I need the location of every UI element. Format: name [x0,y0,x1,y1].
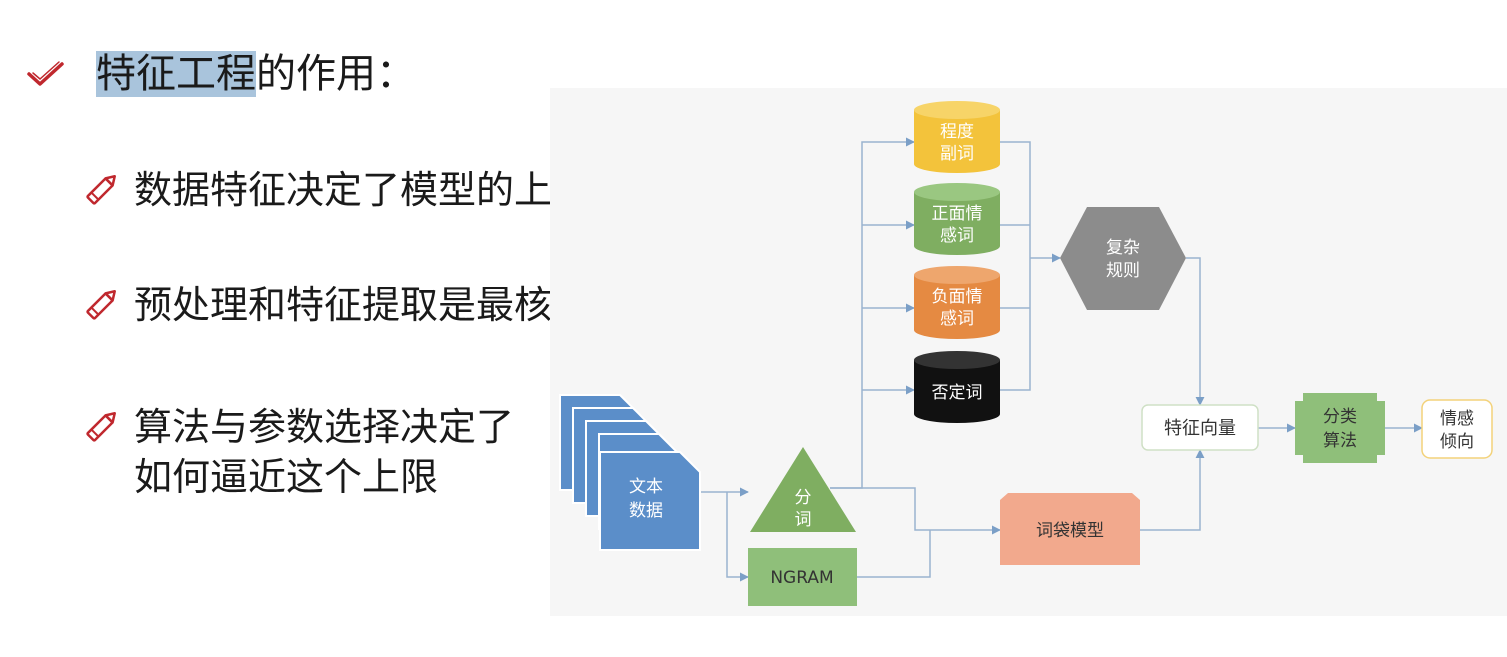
sentiment-label-1: 情感 [1440,409,1474,429]
positive-word-node: 正面情 感词 [914,183,1000,255]
complex-rules-node: 复杂 规则 [1060,207,1186,310]
check-icon [27,61,64,86]
title-rest: 的作用： [256,51,416,97]
pencil-icon [86,175,116,205]
page-title: 特征工程的作用： [96,48,416,100]
pencil-icon [86,290,116,320]
negation-word-node: 否定词 [914,351,1000,423]
bullet-text: 数据特征决定了模型的上限 [134,168,591,212]
feature-vector-node: 特征向量 [1141,404,1259,451]
negative-label-1: 负面情 [932,287,983,307]
positive-label-1: 正面情 [932,204,983,224]
negative-label-2: 感词 [940,309,974,329]
ngram-label: NGRAM [770,568,833,588]
bullet-item: 数据特征决定了模型的上限 [82,165,590,215]
pencil-icon [86,412,116,442]
sentiment-label-2: 倾向 [1440,432,1474,452]
text-data-node: 文本 数据 [559,394,701,551]
classifier-label-1: 分类 [1323,407,1357,427]
degree-adverb-label-1: 程度 [940,122,974,142]
segment-label-1: 分 [795,488,812,508]
bullet-item: 预处理和特征提取是最核心的 [82,280,628,330]
bag-of-words-label: 词袋模型 [1036,521,1104,541]
classifier-label-2: 算法 [1323,431,1357,451]
ngram-node: NGRAM [748,548,857,606]
degree-adverb-node: 程度 副词 [914,101,1000,173]
complex-rules-label-2: 规则 [1106,261,1140,281]
sentiment-node: 情感 倾向 [1421,399,1493,459]
negative-word-node: 负面情 感词 [914,266,1000,339]
bag-of-words-node: 词袋模型 [1000,493,1140,565]
segment-label-2: 词 [795,510,812,530]
text-data-label-2: 数据 [629,501,663,521]
complex-rules-label-1: 复杂 [1106,238,1140,258]
bullet-item: 算法与参数选择决定了 如何逼近这个上限 [82,402,514,502]
bullet-text: 算法与参数选择决定了 如何逼近这个上限 [134,405,515,499]
heading-row: 特征工程的作用： [26,48,416,100]
connectors [700,137,1423,582]
segmentation-node: 分 词 [750,447,856,532]
feature-vector-label: 特征向量 [1164,418,1236,439]
title-highlight: 特征工程 [96,51,256,97]
negation-label: 否定词 [932,383,983,403]
positive-label-2: 感词 [940,226,974,246]
degree-adverb-label-2: 副词 [940,144,974,164]
bullet-text: 预处理和特征提取是最核心的 [134,283,629,327]
text-data-label-1: 文本 [629,477,663,497]
classifier-node: 分类 算法 [1295,393,1385,463]
